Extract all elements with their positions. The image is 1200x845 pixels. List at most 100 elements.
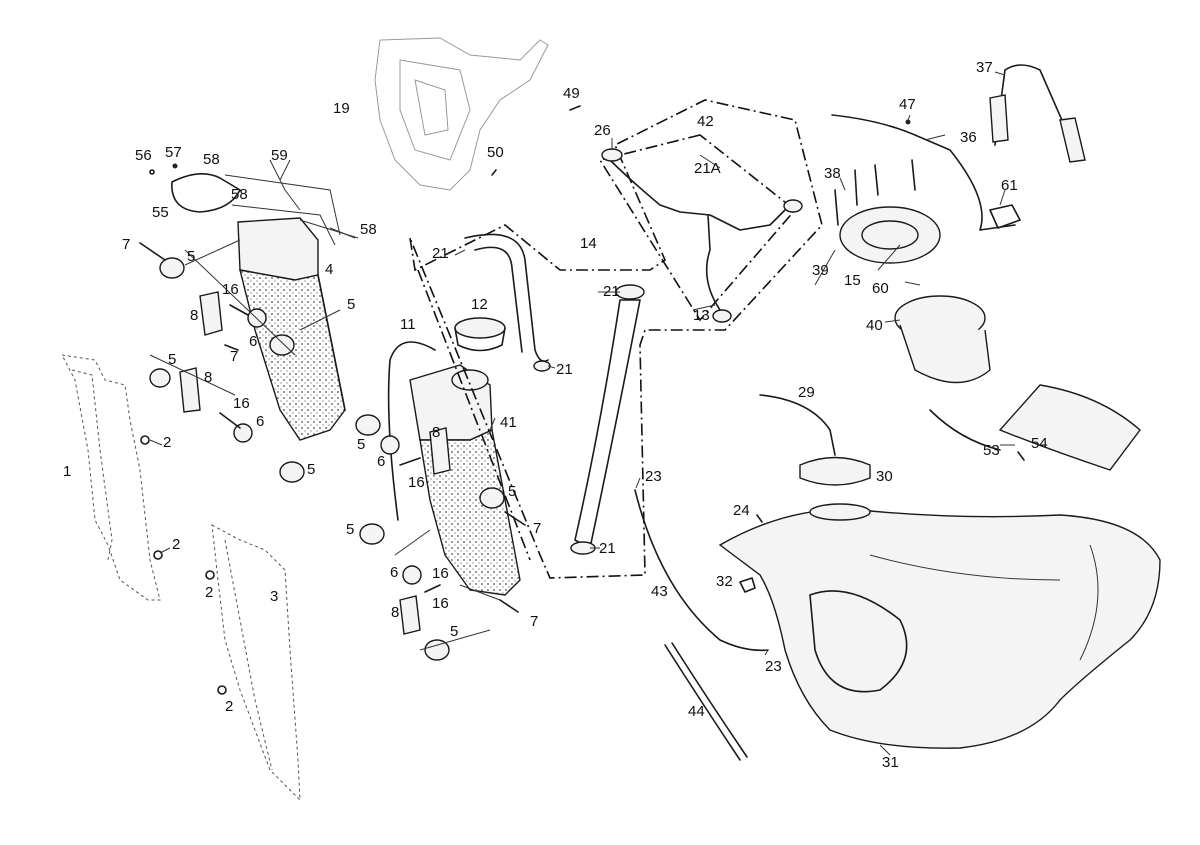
label-7: 7 xyxy=(230,348,238,365)
label-2: 2 xyxy=(205,584,213,601)
label-32: 32 xyxy=(716,573,733,590)
label-1: 1 xyxy=(63,463,71,480)
part-31-fuel-tank xyxy=(718,503,1161,749)
part-3-shroud xyxy=(211,524,301,802)
label-38: 38 xyxy=(824,165,841,182)
label-24: 24 xyxy=(733,502,750,519)
label-12: 12 xyxy=(471,296,488,313)
part-8-brackets xyxy=(179,291,451,635)
part-61-connector xyxy=(989,204,1021,229)
label-31: 31 xyxy=(882,754,899,771)
label-47: 47 xyxy=(899,96,916,113)
label-16: 16 xyxy=(408,474,425,491)
label-44: 44 xyxy=(688,703,705,720)
part-19-housing xyxy=(374,37,549,191)
label-16: 16 xyxy=(222,281,239,298)
part-37-strap xyxy=(989,64,1086,163)
part-38-bolts xyxy=(834,159,916,226)
label-30: 30 xyxy=(876,468,893,485)
label-6: 6 xyxy=(249,333,257,350)
part-11-overflow-hose xyxy=(387,341,436,521)
label-8: 8 xyxy=(204,369,212,386)
label-21: 21 xyxy=(556,361,573,378)
part-12-radiator-cap xyxy=(454,317,506,352)
label-13: 13 xyxy=(693,307,710,324)
label-11: 11 xyxy=(400,316,416,333)
label-42: 42 xyxy=(697,113,714,130)
label-37: 37 xyxy=(976,59,993,76)
label-41: 41 xyxy=(500,414,517,431)
label-8: 8 xyxy=(432,424,440,441)
label-7: 7 xyxy=(530,613,538,630)
label-5: 5 xyxy=(346,521,354,538)
label-15: 15 xyxy=(844,272,861,289)
label-5: 5 xyxy=(168,351,176,368)
leader-lines xyxy=(149,71,1015,756)
label-21A: 21A xyxy=(694,160,721,177)
label-23: 23 xyxy=(645,468,662,485)
part-40-fuel-pump xyxy=(894,295,1141,471)
part-43-tube xyxy=(634,489,769,652)
label-2: 2 xyxy=(163,434,171,451)
part-30-tank-cap xyxy=(799,456,871,486)
label-50: 50 xyxy=(487,144,504,161)
label-21: 21 xyxy=(599,540,616,557)
label-14: 14 xyxy=(580,235,597,252)
label-23: 23 xyxy=(765,658,782,675)
label-5: 5 xyxy=(357,436,365,453)
part-44-hose xyxy=(664,642,748,761)
label-54: 54 xyxy=(1031,435,1048,452)
label-6: 6 xyxy=(390,564,398,581)
label-5: 5 xyxy=(508,483,516,500)
part-39-flange xyxy=(839,206,941,264)
label-2: 2 xyxy=(172,536,180,553)
label-56: 56 xyxy=(135,147,152,164)
part-41-radiator-right xyxy=(409,364,521,596)
label-53: 53 xyxy=(983,442,1000,459)
label-3: 3 xyxy=(270,588,278,605)
part-29-vent-hose xyxy=(759,394,836,456)
label-26: 26 xyxy=(594,122,611,139)
label-29: 29 xyxy=(798,384,815,401)
part-labels: 1 2 2 2 2 3 4 5 5 5 5 5 5 5 5 6 6 6 6 7 … xyxy=(63,59,1048,771)
label-5: 5 xyxy=(450,623,458,640)
label-40: 40 xyxy=(866,317,883,334)
hose-assembly-outline xyxy=(409,99,823,579)
label-7: 7 xyxy=(122,236,130,253)
label-57: 57 xyxy=(165,144,182,161)
label-49: 49 xyxy=(563,85,580,102)
label-2: 2 xyxy=(225,698,233,715)
label-5: 5 xyxy=(347,296,355,313)
part-2-clips xyxy=(140,435,227,695)
label-6: 6 xyxy=(377,453,385,470)
label-8: 8 xyxy=(391,604,399,621)
label-61: 61 xyxy=(1001,177,1018,194)
label-21: 21 xyxy=(603,283,620,300)
label-7: 7 xyxy=(533,520,541,537)
label-58: 58 xyxy=(203,151,220,168)
label-60: 60 xyxy=(872,280,889,297)
parts-55-59-hoses xyxy=(171,159,341,246)
mounting-hardware xyxy=(139,242,526,661)
label-5: 5 xyxy=(307,461,315,478)
label-55: 55 xyxy=(152,204,169,221)
small-hardware xyxy=(149,105,1025,593)
label-4: 4 xyxy=(325,261,333,278)
label-59: 59 xyxy=(271,147,288,164)
label-36: 36 xyxy=(960,129,977,146)
label-43: 43 xyxy=(651,583,668,600)
label-39: 39 xyxy=(812,262,829,279)
label-5: 5 xyxy=(187,248,195,265)
label-58: 58 xyxy=(360,221,377,238)
part-4-radiator-left xyxy=(237,217,346,441)
part-21A-t-hose xyxy=(601,148,803,323)
label-21: 21 xyxy=(432,245,449,262)
label-19: 19 xyxy=(333,100,350,117)
part-1-shroud xyxy=(61,354,161,601)
label-8: 8 xyxy=(190,307,198,324)
part-36-fuel-line xyxy=(831,114,1016,231)
label-6: 6 xyxy=(256,413,264,430)
label-16: 16 xyxy=(233,395,250,412)
label-16: 16 xyxy=(432,565,449,582)
